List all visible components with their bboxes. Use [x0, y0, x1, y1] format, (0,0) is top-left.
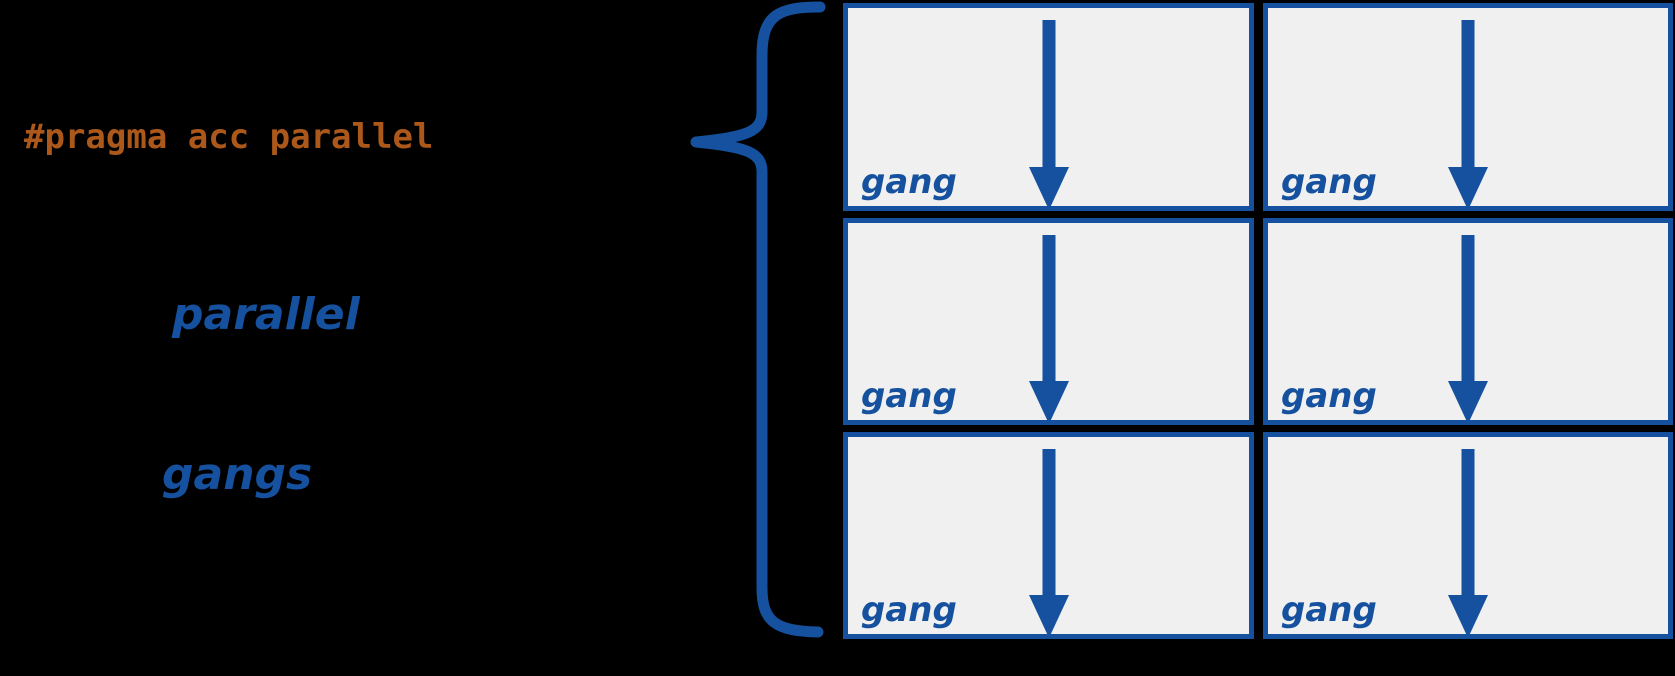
down-arrow-head — [1448, 381, 1488, 424]
keyword-gangs-label: gangs — [162, 449, 313, 500]
gang-grid: gang gang gang gang — [843, 3, 1673, 639]
gang-label: gang — [861, 590, 957, 630]
down-arrow-shaft — [1461, 449, 1475, 600]
gang-box: gang — [843, 3, 1254, 211]
gang-label: gang — [861, 376, 957, 416]
gang-label: gang — [1281, 376, 1377, 416]
gang-box: gang — [1263, 218, 1673, 425]
down-arrow-shaft — [1042, 20, 1055, 172]
down-arrow-shaft — [1042, 235, 1055, 386]
down-arrow-head — [1028, 167, 1069, 210]
gang-box: gang — [1263, 432, 1673, 639]
left-curly-brace-icon — [690, 1, 826, 638]
keyword-parallel-label: parallel — [172, 289, 360, 340]
down-arrow-head — [1448, 167, 1488, 210]
down-arrow-shaft — [1461, 20, 1475, 172]
down-arrow-head — [1448, 595, 1488, 638]
gang-box: gang — [843, 218, 1254, 425]
gang-box: gang — [843, 432, 1254, 639]
gang-label: gang — [1281, 590, 1377, 630]
gang-label: gang — [1281, 162, 1377, 202]
pragma-code-label: #pragma acc parallel — [24, 117, 434, 157]
gang-label: gang — [861, 162, 957, 202]
gang-box: gang — [1263, 3, 1673, 211]
down-arrow-shaft — [1461, 235, 1475, 386]
down-arrow-shaft — [1042, 449, 1055, 600]
down-arrow-head — [1028, 595, 1069, 638]
down-arrow-head — [1028, 381, 1069, 424]
